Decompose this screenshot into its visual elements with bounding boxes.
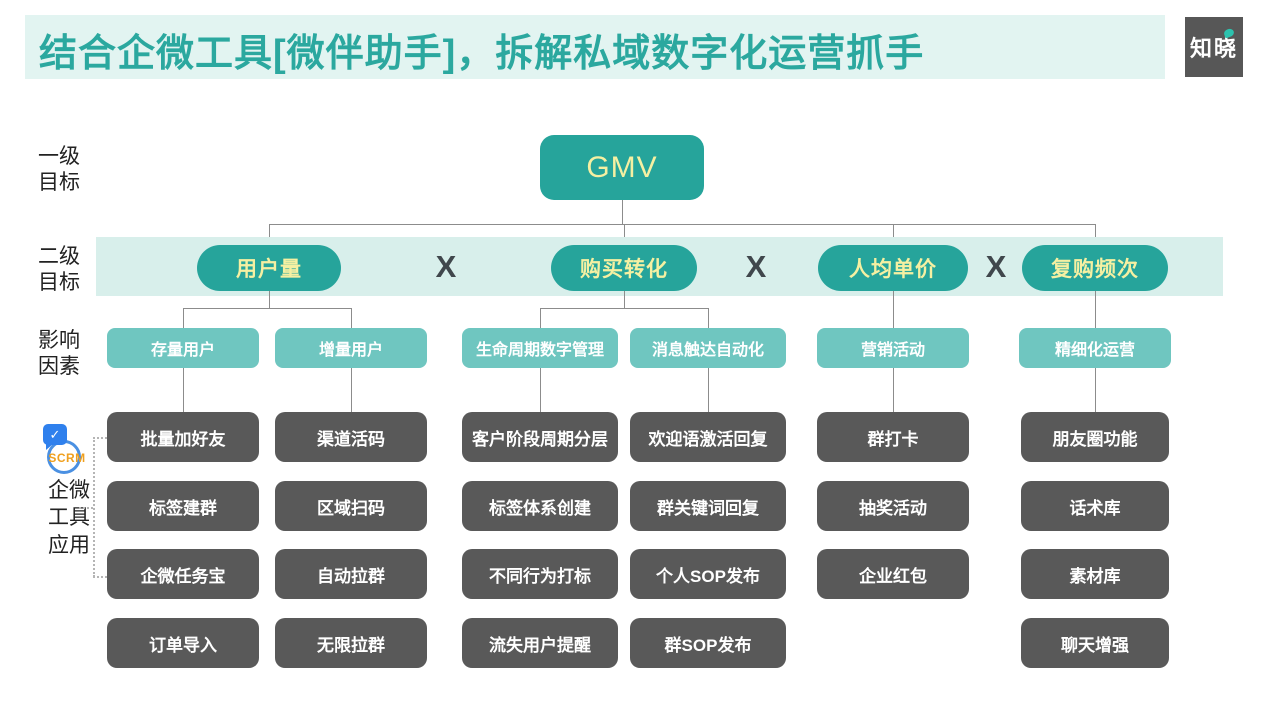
connector-line [269,291,270,308]
connector-line [540,308,709,309]
row-label-factors: 影响 因素 [38,329,80,378]
connector-line [183,308,184,328]
connector-line [269,224,270,245]
tool-box: 企微任务宝 [107,549,259,599]
tool-box: 素材库 [1021,549,1169,599]
node-gmv: GMV [540,135,704,200]
tool-box: 聊天增强 [1021,618,1169,668]
tool-box: 区域扫码 [275,481,427,531]
node-user-volume: 用户量 [197,245,341,291]
tool-box: 群关键词回复 [630,481,786,531]
tool-box: 流失用户提醒 [462,618,618,668]
connector-line [183,308,352,309]
node-avg-price: 人均单价 [818,245,968,291]
scrm-icon: SCRM ✓ [40,424,102,482]
connector-line [540,368,541,412]
factor-new-users: 增量用户 [275,328,427,368]
connector-line [269,224,1096,225]
connector-line [624,291,625,308]
factor-marketing-activity: 营销活动 [817,328,969,368]
tool-box: 渠道活码 [275,412,427,462]
tool-box: 客户阶段周期分层 [462,412,618,462]
multiply-sign: X [985,249,1007,284]
tool-box: 订单导入 [107,618,259,668]
multiply-sign: X [745,249,767,284]
tool-box: 群打卡 [817,412,969,462]
connector-line [622,200,623,224]
connector-line [708,308,709,328]
row-label-level1-goal: 一级 目标 [38,145,80,194]
connector-line [893,224,894,245]
title-band: 结合企微工具[微伴助手]，拆解私域数字化运营抓手 [25,15,1165,79]
tool-box: 个人SOP发布 [630,549,786,599]
factor-message-automation: 消息触达自动化 [630,328,786,368]
connector-line [708,368,709,412]
connector-line [1095,368,1096,412]
tool-box: 企业红包 [817,549,969,599]
multiply-sign: X [435,249,457,284]
connector-line [624,224,625,245]
tool-box: 群SOP发布 [630,618,786,668]
tool-box: 自动拉群 [275,549,427,599]
connector-line [351,368,352,412]
tool-box: 标签体系创建 [462,481,618,531]
brand-logo: 知晓 [1185,17,1243,77]
factor-existing-users: 存量用户 [107,328,259,368]
tool-box: 抽奖活动 [817,481,969,531]
node-repurchase-frequency: 复购频次 [1022,245,1168,291]
tool-box: 不同行为打标 [462,549,618,599]
connector-line [1095,291,1096,328]
tool-box: 朋友圈功能 [1021,412,1169,462]
tool-box: 标签建群 [107,481,259,531]
connector-line [893,291,894,328]
tool-box: 欢迎语激活回复 [630,412,786,462]
scrm-label: SCRM [48,451,86,465]
factor-lifecycle-digital: 生命周期数字管理 [462,328,618,368]
row-label-level2-goal: 二级 目标 [38,245,80,294]
check-bubble-icon: ✓ [43,424,67,450]
connector-line [1095,224,1096,245]
brace-line [79,507,93,509]
page-title: 结合企微工具[微伴助手]，拆解私域数字化运营抓手 [39,33,925,75]
brace-line [93,437,107,439]
connector-line [893,368,894,412]
tool-box: 批量加好友 [107,412,259,462]
tool-box: 话术库 [1021,481,1169,531]
brand-logo-text: 知晓 [1189,36,1238,61]
factor-refined-operation: 精细化运营 [1019,328,1171,368]
connector-line [540,308,541,328]
node-purchase-conversion: 购买转化 [551,245,697,291]
connector-line [183,368,184,412]
brace-line [93,437,95,577]
brace-line [93,576,107,578]
connector-line [351,308,352,328]
row-label-tools: 企微 工具 应用 [48,479,90,557]
tool-box: 无限拉群 [275,618,427,668]
